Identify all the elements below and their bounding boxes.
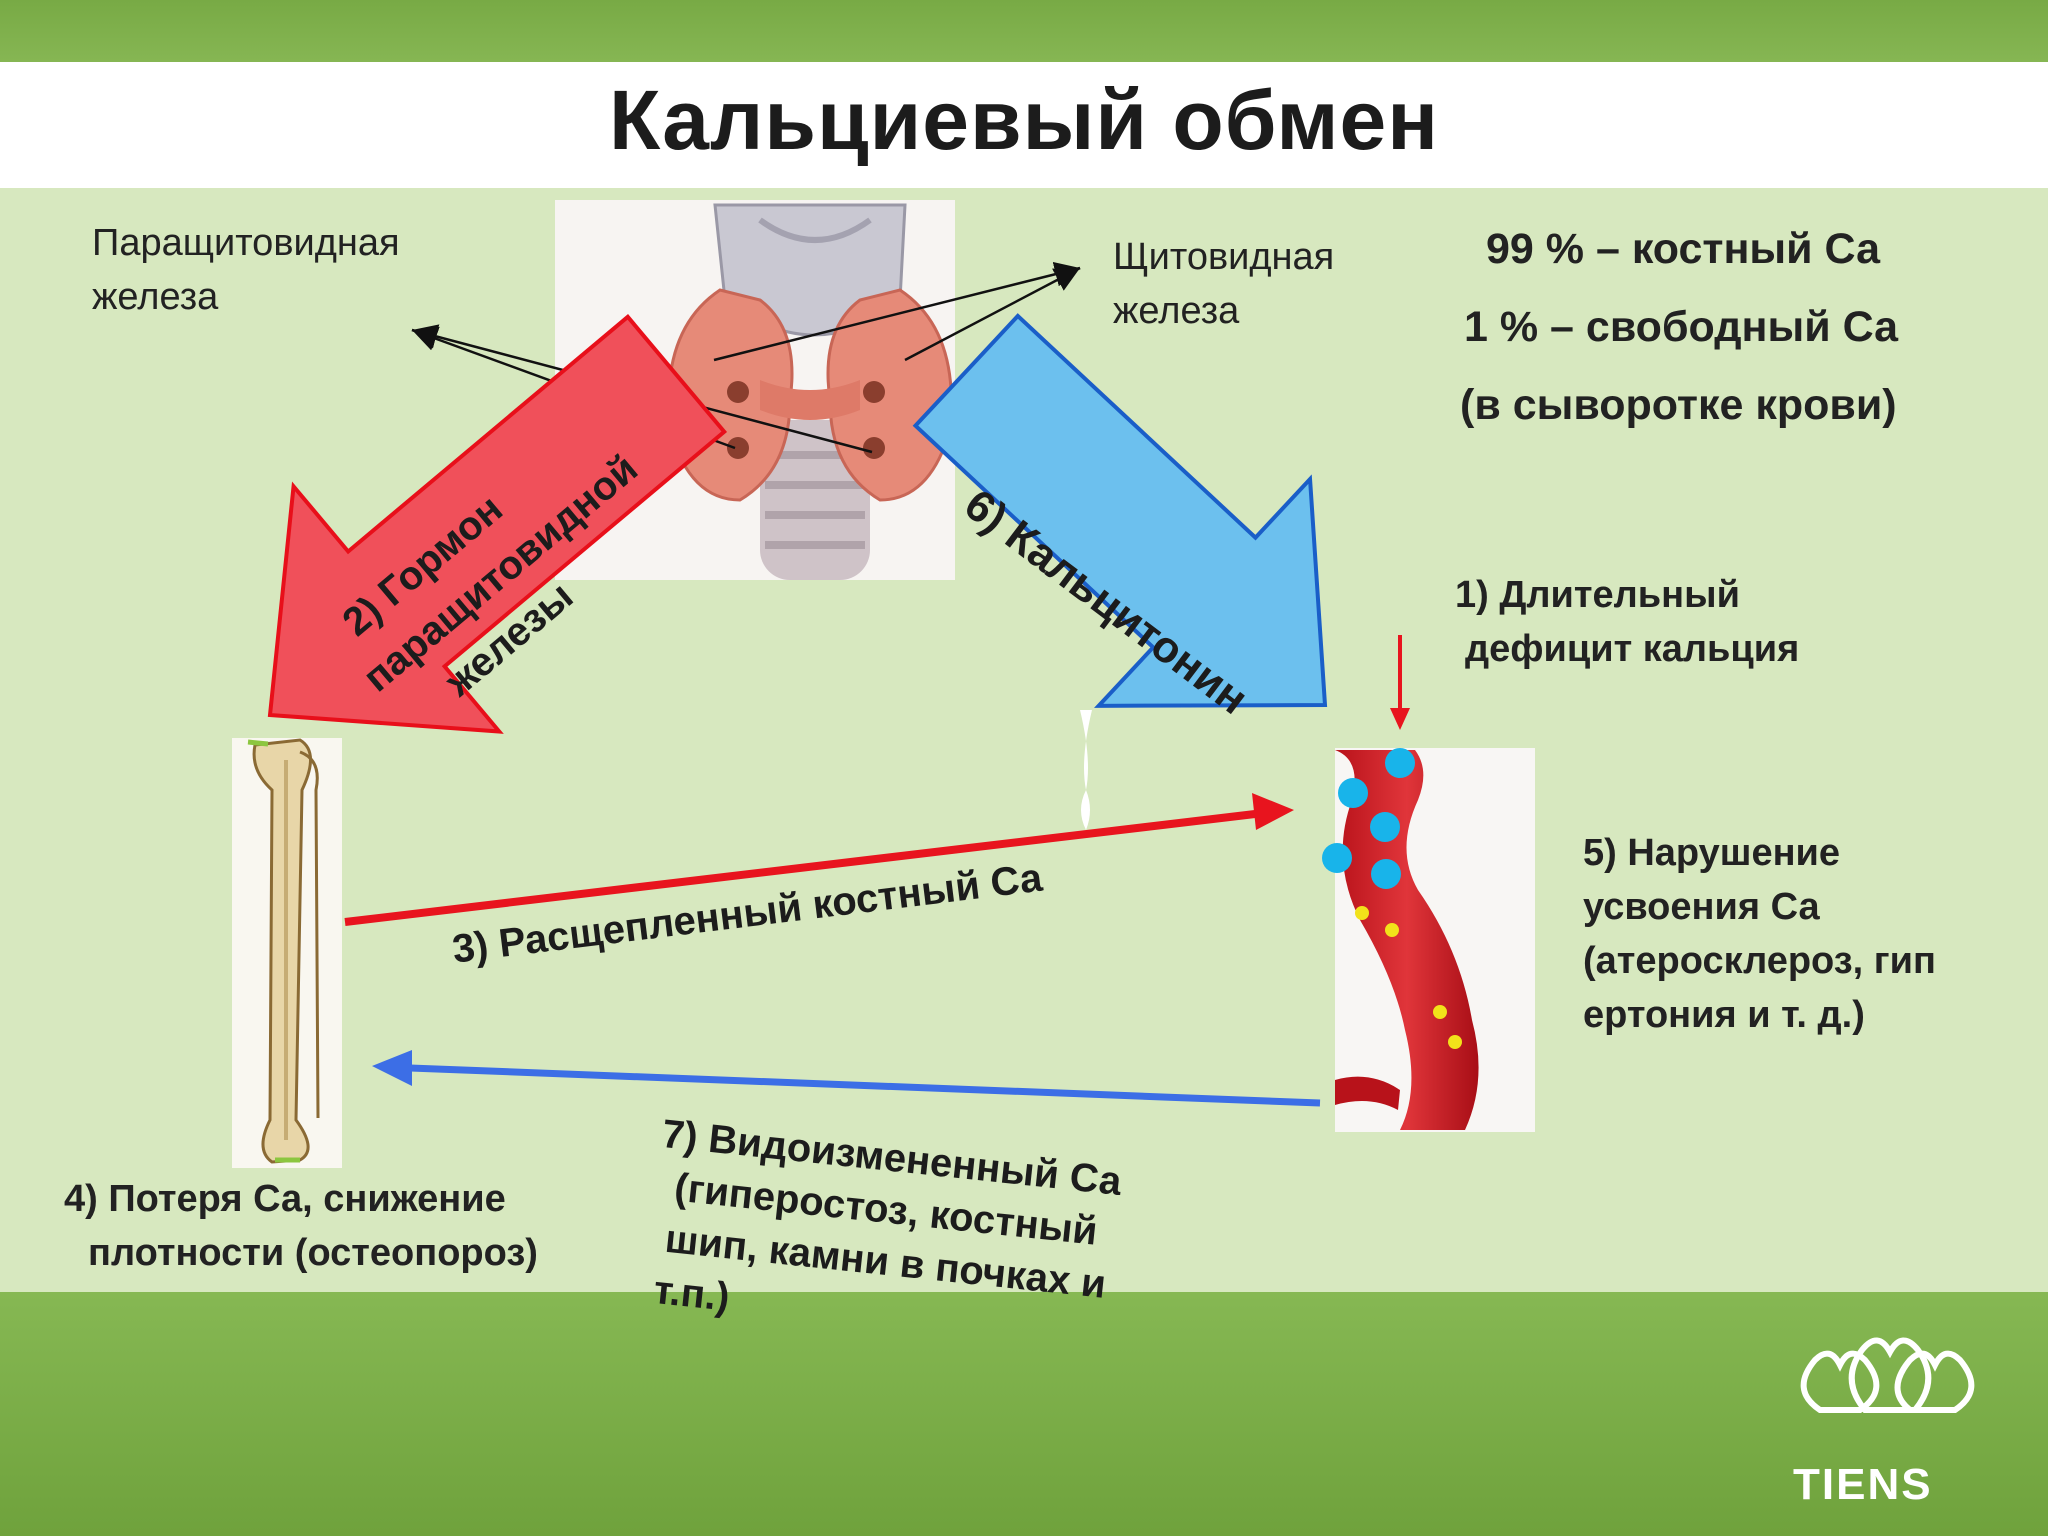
- parathyroid-label-line2: железа: [92, 276, 219, 318]
- step-4-line2: плотности (остеопороз): [88, 1232, 538, 1274]
- parathyroid-label-line1: Паращитовидная: [92, 222, 400, 264]
- deficit-arrow: [1390, 635, 1410, 730]
- step-4-line1: 4) Потеря Са, снижение: [64, 1178, 506, 1220]
- brand-logo-text: TIENS: [1793, 1460, 1933, 1509]
- divider-shape: [1080, 710, 1092, 830]
- step-1-line1: 1) Длительный: [1455, 574, 1740, 616]
- calcium-stats: 99 % – костный Са 1 % – свободный Са (в …: [1460, 210, 2048, 444]
- step-1-label: 1) Длительный дефицит кальция: [1455, 568, 1799, 676]
- parathyroid-label: Паращитовидная железа: [92, 216, 400, 324]
- tiens-logo-icon: [1800, 1337, 1975, 1413]
- calcium-dots: [1322, 748, 1415, 889]
- top-band: [0, 0, 2048, 62]
- thyroid-label-line2: железа: [1113, 290, 1240, 332]
- vessel-illustration: [1335, 748, 1535, 1132]
- step-5-line3: (атеросклероз, гип: [1583, 940, 1936, 982]
- thyroid-label-line1: Щитовидная: [1113, 236, 1335, 278]
- thyroid-label: Щитовидная железа: [1113, 230, 1334, 338]
- stat-bone-ca: 99 % – костный Са: [1486, 225, 1881, 273]
- step-1-line2: дефицит кальция: [1465, 628, 1800, 670]
- step-5-line2: усвоения Са: [1583, 886, 1820, 928]
- pth-arrow: [267, 314, 728, 734]
- slide-title: Кальциевый обмен: [608, 73, 1440, 167]
- bone-illustration: [232, 738, 342, 1168]
- title-band: [0, 62, 2048, 188]
- step-4-label: 4) Потеря Са, снижение плотности (остеоп…: [64, 1172, 538, 1280]
- plaque-dots: [1355, 906, 1462, 1049]
- step-5-line4: ертония и т. д.): [1583, 994, 1865, 1036]
- step-5-label: 5) Нарушение усвоения Са (атеросклероз, …: [1583, 826, 1936, 1042]
- broken-bone-ca-arrow: [344, 793, 1294, 926]
- step-5-line1: 5) Нарушение: [1583, 832, 1841, 874]
- stat-serum: (в сыворотке крови): [1460, 381, 1897, 429]
- stat-free-ca: 1 % – свободный Са: [1464, 303, 1899, 351]
- modified-ca-arrow: [372, 1050, 1321, 1107]
- bottom-band: [0, 1292, 2048, 1536]
- calcitonin-arrow: [912, 313, 1328, 708]
